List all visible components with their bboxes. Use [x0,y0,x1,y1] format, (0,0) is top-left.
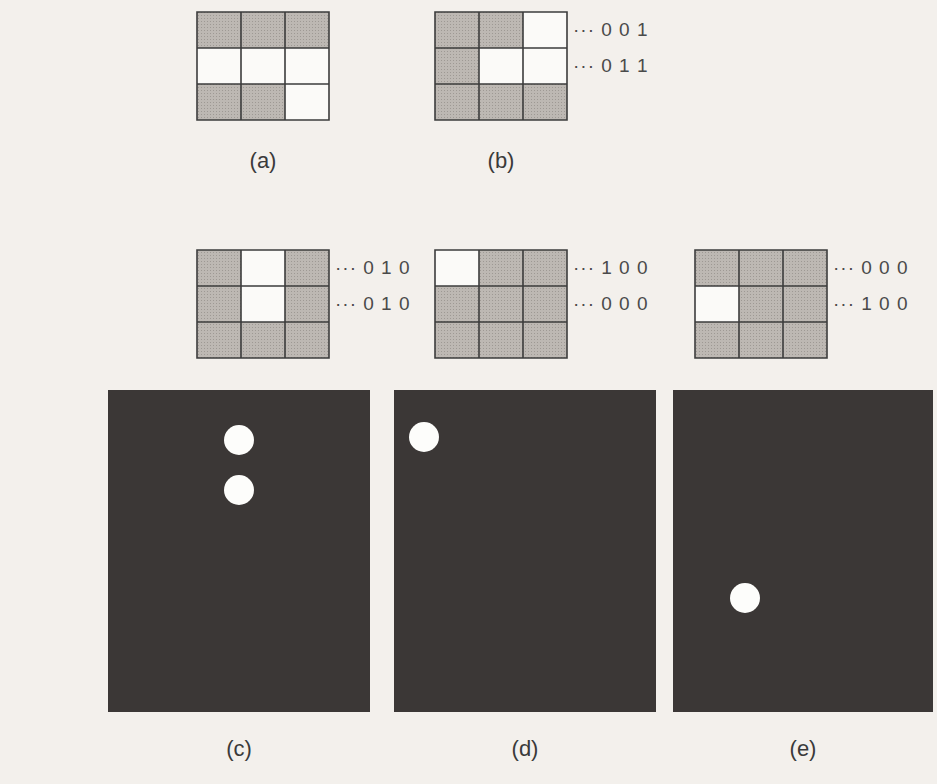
pixel-grid [695,250,827,358]
pixel-grid [197,12,329,120]
light-spot [224,425,254,455]
shaded-cells [435,12,567,120]
white-cell [285,84,329,120]
panel-caption: (d) [512,738,539,760]
light-spot [409,422,439,452]
bit-pattern: ··· 0 1 0 [335,258,411,277]
grid-lines [435,250,567,358]
panel-caption: (e) [790,738,817,760]
shaded-cells [197,12,329,120]
pixel-grid [435,12,567,120]
light-spot [730,583,760,613]
bit-pattern: ··· 0 1 1 [573,56,649,75]
panel-caption: (c) [226,738,252,760]
output-panel [673,390,933,712]
panel-caption: (b) [488,150,515,172]
shaded-cells [197,250,329,358]
white-cell [695,286,739,322]
panel-caption: (a) [250,150,277,172]
white-cell [523,12,567,48]
grid-lines [197,12,329,120]
bit-pattern: ··· 0 1 0 [335,294,411,313]
grid-lines [197,250,329,358]
output-panel [394,390,656,712]
output-panel [108,390,370,712]
white-cell [435,250,479,286]
bit-pattern: ··· 0 0 1 [573,20,649,39]
pixel-grid [197,250,329,358]
bit-pattern: ··· 1 0 0 [833,294,909,313]
white-cell [197,48,329,84]
shaded-cells [435,250,567,358]
pixel-grid [435,250,567,358]
bit-pattern: ··· 1 0 0 [573,258,649,277]
bit-pattern: ··· 0 0 0 [573,294,649,313]
grid-lines [695,250,827,358]
grid-lines [435,12,567,120]
shaded-cells [695,250,827,358]
bit-pattern: ··· 0 0 0 [833,258,909,277]
light-spot [224,475,254,505]
